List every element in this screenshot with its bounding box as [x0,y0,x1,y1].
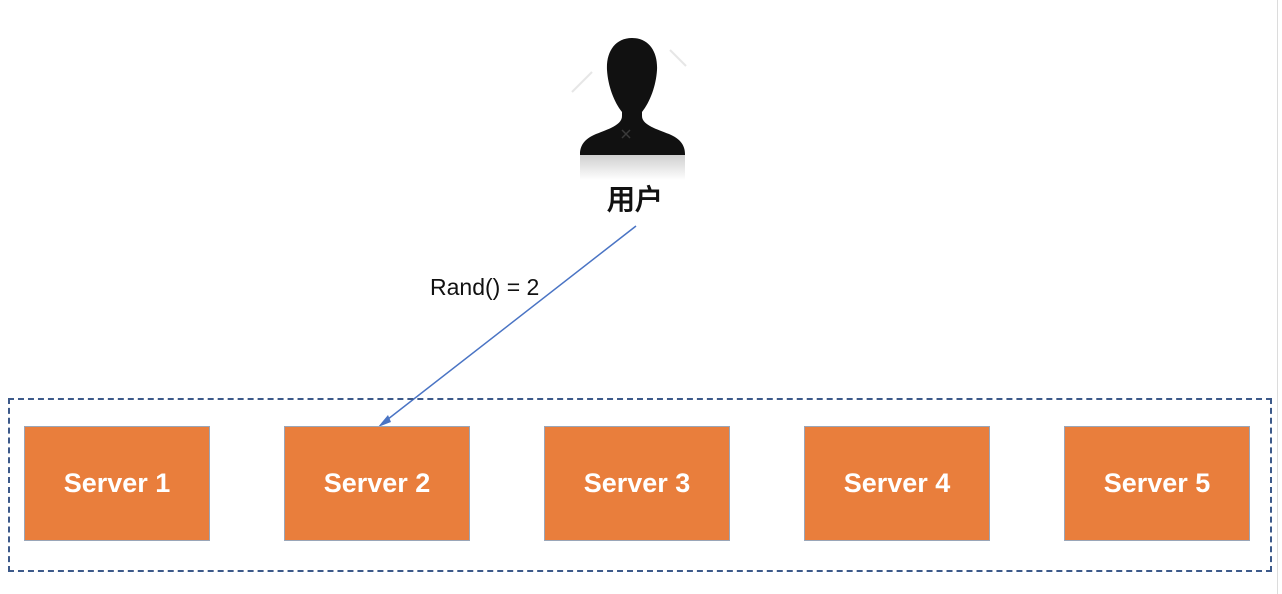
server-label: Server 4 [843,468,951,498]
server-pool-group [8,398,1272,572]
user-label: 用户 [606,183,663,216]
server-label: Server 5 [1103,468,1211,498]
server-4-box: Server 4 [804,426,990,541]
server-1-box: Server 1 [24,426,210,541]
server-3-box: Server 3 [544,426,730,541]
server-label: Server 1 [63,468,171,498]
server-label: Server 2 [323,468,431,498]
server-5-box: Server 5 [1064,426,1250,541]
canvas-edge [1277,0,1278,594]
user-silhouette-icon [571,38,687,180]
connector-label: Rand() = 2 [430,274,540,300]
server-2-box: Server 2 [284,426,470,541]
server-label: Server 3 [583,468,691,498]
